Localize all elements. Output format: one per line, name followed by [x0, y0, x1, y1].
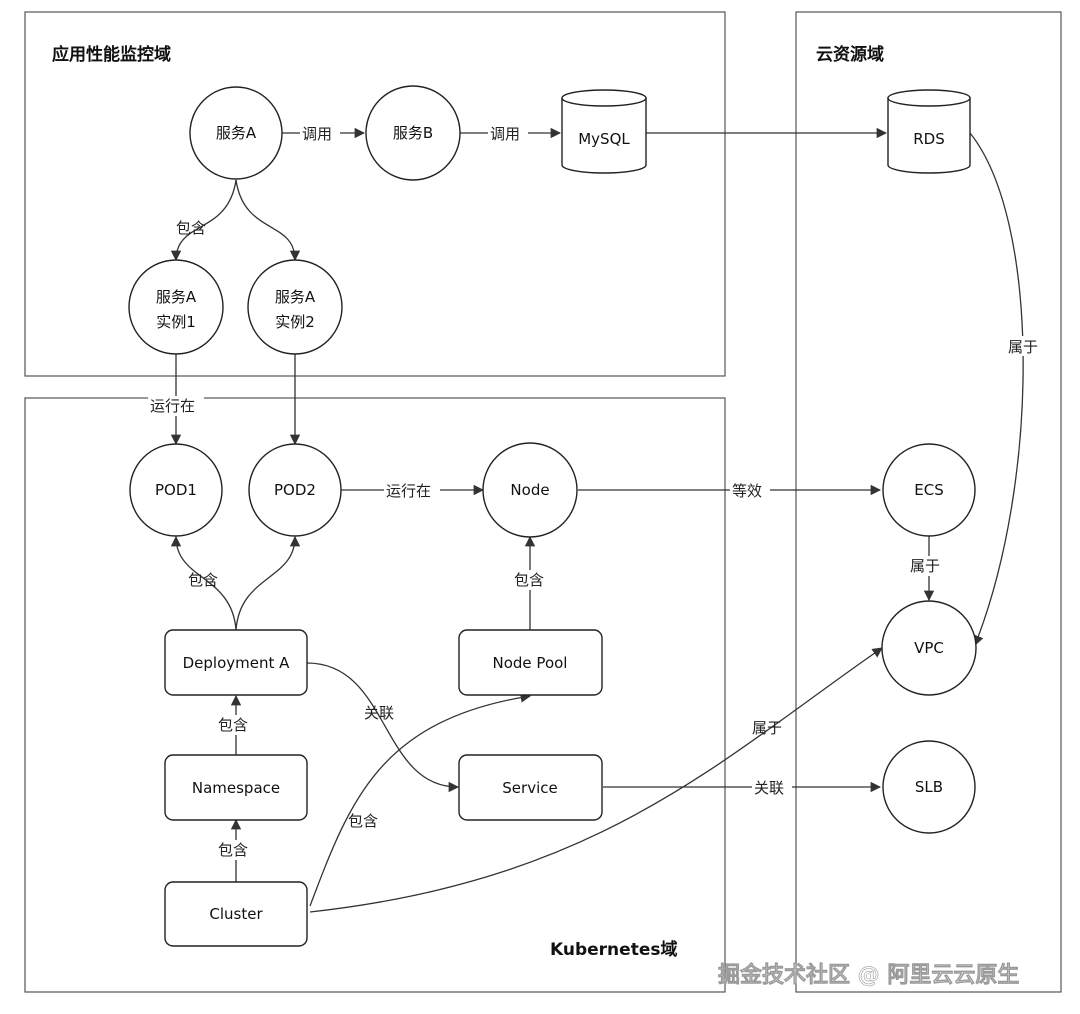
- node-rds: RDS: [887, 89, 971, 174]
- edge-label-contains-node: 包含: [514, 571, 544, 589]
- node-service-b-label: 服务B: [393, 124, 433, 142]
- node-instance2: 服务A 实例2: [247, 259, 343, 355]
- node-deployment-a: Deployment A: [164, 629, 308, 696]
- node-instance1-label-2: 实例1: [156, 313, 196, 331]
- node-instance1-label-1: 服务A: [156, 288, 197, 306]
- edge-label-cluster-contains-namespace: 包含: [218, 841, 248, 859]
- edge-label-rds-belongs-vpc: 属于: [1008, 338, 1038, 356]
- node-ecs-label: ECS: [914, 481, 943, 499]
- edge-label-call-b-mysql: 调用: [490, 125, 520, 143]
- edge-service-a-to-instance2: [235, 179, 301, 262]
- node-node-pool-label: Node Pool: [493, 654, 568, 672]
- edge-service-a-to-instance1: [170, 179, 237, 262]
- edge-deployment-to-service: [306, 662, 460, 793]
- node-service-b: 服务B: [365, 85, 461, 181]
- edge-label-cluster-contains-nodepool: 包含: [348, 812, 378, 830]
- node-pod1-label: POD1: [155, 481, 197, 499]
- node-namespace: Namespace: [164, 754, 308, 821]
- node-service-a: 服务A: [189, 86, 283, 180]
- node-vpc-label: VPC: [914, 639, 944, 657]
- node-cluster: Cluster: [164, 881, 308, 947]
- edge-label-call-ab: 调用: [302, 125, 332, 143]
- k8s-region: [24, 397, 726, 993]
- edge-label-namespace-contains-deploy: 包含: [218, 716, 248, 734]
- node-mysql: MySQL: [561, 89, 647, 174]
- node-node: Node: [482, 442, 578, 538]
- cloud-region: [795, 11, 1062, 993]
- node-cluster-label: Cluster: [209, 905, 263, 923]
- edge-rds-to-vpc: [969, 132, 1024, 646]
- node-node-label: Node: [510, 481, 549, 499]
- node-instance2-label-1: 服务A: [275, 288, 316, 306]
- edge-label-cluster-belongs-vpc: 属于: [752, 719, 782, 737]
- node-rds-label: RDS: [913, 130, 945, 148]
- node-slb: SLB: [882, 740, 976, 834]
- apm-region: [24, 11, 726, 377]
- node-pod2-label: POD2: [274, 481, 316, 499]
- edge-label-ecs-belongs-vpc: 属于: [910, 557, 940, 575]
- node-mysql-label: MySQL: [578, 130, 630, 148]
- edge-label-runs-on-node: 运行在: [386, 482, 431, 500]
- node-instance1: 服务A 实例1: [128, 259, 224, 355]
- node-ecs: ECS: [882, 443, 976, 537]
- edge-label-contains-instances: 包含: [176, 219, 206, 237]
- node-service: Service: [458, 754, 603, 821]
- edge-label-equivalent: 等效: [732, 482, 762, 500]
- watermark: 掘金技术社区 @ 阿里云云原生: [718, 962, 1019, 988]
- edge-cluster-to-nodepool: [309, 692, 532, 907]
- edge-deployment-to-pod2: [235, 535, 301, 631]
- node-node-pool: Node Pool: [458, 629, 603, 696]
- node-service-label: Service: [502, 779, 557, 797]
- edge-label-contains-pods: 包含: [188, 571, 218, 589]
- node-pod2: POD2: [248, 443, 342, 537]
- edge-labels: 调用 调用 包含 运行在 属于 运行在 等效 属于 包含 包含 关联 包含 包含…: [148, 124, 1046, 860]
- node-pod1: POD1: [129, 443, 223, 537]
- cloud-region-title: 云资源域: [816, 44, 884, 65]
- node-deployment-a-label: Deployment A: [183, 654, 291, 672]
- node-service-a-label: 服务A: [216, 124, 257, 142]
- node-instance2-label-2: 实例2: [275, 313, 315, 331]
- edge-label-deploy-associated-service: 关联: [364, 704, 394, 722]
- node-namespace-label: Namespace: [192, 779, 280, 797]
- apm-region-title: 应用性能监控域: [52, 44, 171, 65]
- edge-cluster-to-vpc: [309, 647, 883, 913]
- edge-deployment-to-pod1: [170, 535, 237, 631]
- edge-label-service-associated-slb: 关联: [754, 779, 784, 797]
- node-vpc: VPC: [881, 600, 977, 696]
- node-slb-label: SLB: [915, 778, 943, 796]
- edge-label-runs-on-pod: 运行在: [150, 397, 195, 415]
- k8s-region-title: Kubernetes域: [550, 939, 677, 960]
